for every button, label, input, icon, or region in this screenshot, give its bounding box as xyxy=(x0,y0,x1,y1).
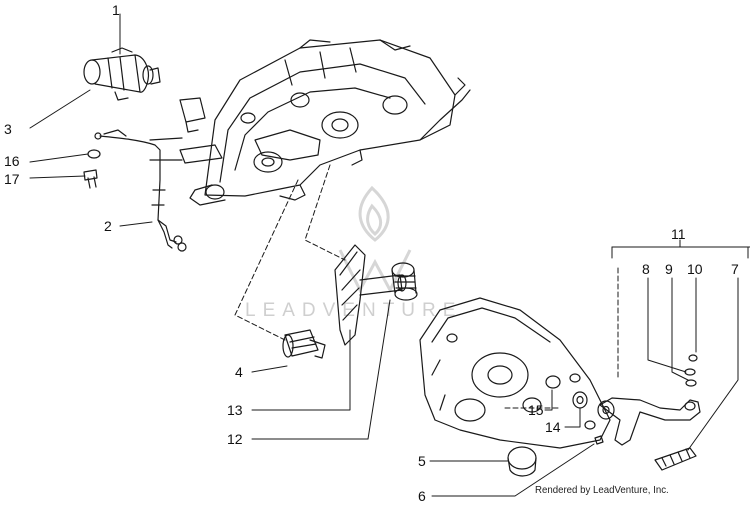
rubber-grip-icon xyxy=(654,447,697,471)
callout-8: 8 xyxy=(642,261,650,277)
starter-cable-icon xyxy=(94,129,187,252)
callout-3: 3 xyxy=(4,121,12,137)
callout-17: 17 xyxy=(4,171,20,187)
callout-6: 6 xyxy=(418,488,426,504)
callout-10: 10 xyxy=(687,261,703,277)
callout-7: 7 xyxy=(731,261,739,277)
callout-14: 14 xyxy=(545,419,561,435)
callout-15: 15 xyxy=(528,402,544,418)
kickstart-lever-icon xyxy=(597,397,701,446)
transmission-cover-icon xyxy=(419,297,611,449)
callout-9: 9 xyxy=(665,261,673,277)
dashed-assembly-line-b xyxy=(304,164,346,261)
cover-cap-icon xyxy=(507,446,537,477)
callout-4: 4 xyxy=(235,364,243,380)
bush-icon xyxy=(545,375,561,389)
starter-motor-icon xyxy=(83,47,161,101)
bolt-icon xyxy=(83,169,98,189)
callout-11: 11 xyxy=(671,226,686,242)
footer-credit: Rendered by LeadVenture, Inc. xyxy=(535,484,669,496)
callout-1: 1 xyxy=(112,2,120,18)
shim-washer-icon xyxy=(572,391,588,409)
screw-icon xyxy=(594,435,604,445)
callout-12: 12 xyxy=(227,431,243,447)
callout-5: 5 xyxy=(418,453,426,469)
return-spring-icon xyxy=(391,262,418,301)
lever-pin-parts-icon xyxy=(684,354,698,387)
dashed-assembly-line-a xyxy=(234,179,299,341)
callout-16: 16 xyxy=(4,153,20,169)
callout-2: 2 xyxy=(104,218,112,234)
callout-13: 13 xyxy=(227,402,243,418)
crankcase-icon xyxy=(149,39,471,206)
watermark-text: LEADVENTURE xyxy=(245,300,463,321)
washer-icon xyxy=(87,149,101,159)
bendix-pinion-icon xyxy=(282,329,326,359)
